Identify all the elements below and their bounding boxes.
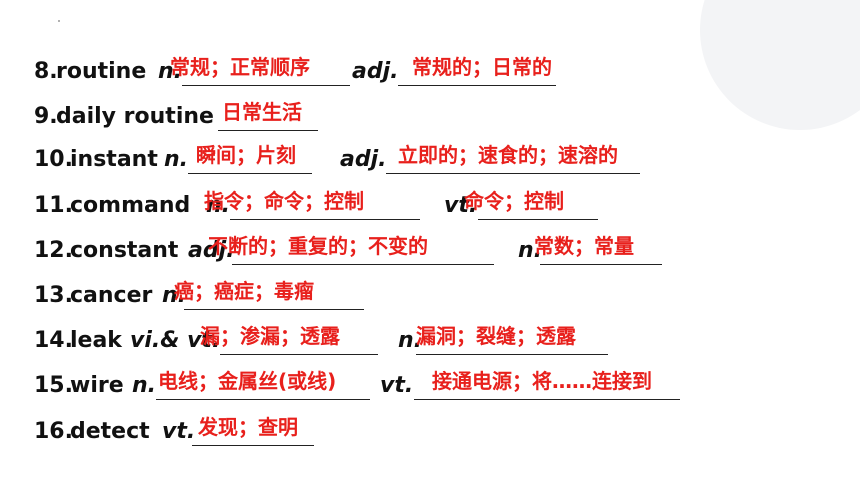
part-of-speech: vt. [162,419,196,444]
vocab-word: wire [70,373,124,398]
answer-text: 接通电源；将……连接到 [432,369,652,393]
part-of-speech: n. [158,59,183,84]
answer-blank [188,173,312,174]
item-number: 11. [34,193,73,218]
decorative-circle [700,0,860,130]
item-number: 12. [34,238,73,263]
answer-text: 命令；控制 [464,189,564,213]
part-of-speech: n. [518,238,543,263]
answer-text: 电线；金属丝(或线) [158,369,337,393]
answer-text: 不断的；重复的；不变的 [208,234,428,258]
vocab-word: constant [70,238,179,263]
part-of-speech: vi.& vt. [130,328,221,353]
part-of-speech: n. [164,147,189,172]
answer-blank [230,219,420,220]
part-of-speech: vt. [380,373,414,398]
answer-text: 指令；命令；控制 [204,189,364,213]
answer-text: 常规；正常顺序 [170,55,310,79]
answer-blank [182,85,350,86]
answer-blank [192,445,314,446]
item-number: 10. [34,147,73,172]
answer-text: 癌；癌症；毒瘤 [174,279,314,303]
answer-blank [156,399,370,400]
answer-text: 发现；查明 [198,415,298,439]
answer-text: 瞬间；片刻 [196,143,296,167]
answer-text: 立即的；速食的；速溶的 [398,143,618,167]
vocab-word: routine [56,59,147,84]
part-of-speech: adj. [188,238,235,263]
answer-blank [478,219,598,220]
decorative-dot [58,20,60,22]
answer-text: 常数；常量 [534,234,634,258]
item-number: 14. [34,328,73,353]
vocab-word: instant [70,147,158,172]
part-of-speech: vt. [444,193,478,218]
item-number: 16. [34,419,73,444]
answer-text: 漏；渗漏；透露 [200,324,340,348]
vocab-word: detect [70,419,150,444]
item-number: 9. [34,104,58,129]
answer-blank [386,173,640,174]
item-number: 13. [34,283,73,308]
part-of-speech: n. [206,193,231,218]
part-of-speech: adj. [340,147,387,172]
part-of-speech: adj. [352,59,399,84]
answer-blank [184,309,364,310]
part-of-speech: n. [162,283,187,308]
answer-blank [414,399,680,400]
vocab-word: command [70,193,191,218]
answer-blank [218,130,318,131]
vocab-word: cancer [70,283,153,308]
answer-blank [416,354,608,355]
answer-blank [220,354,378,355]
answer-blank [540,264,662,265]
part-of-speech: n. [132,373,157,398]
answer-text: 漏洞；裂缝；透露 [416,324,576,348]
part-of-speech: n. [398,328,423,353]
vocab-word: daily routine [56,104,214,129]
answer-text: 日常生活 [222,100,302,124]
answer-text: 常规的；日常的 [412,55,552,79]
item-number: 15. [34,373,73,398]
vocab-word: leak [70,328,122,353]
answer-blank [398,85,556,86]
item-number: 8. [34,59,58,84]
answer-blank [232,264,494,265]
